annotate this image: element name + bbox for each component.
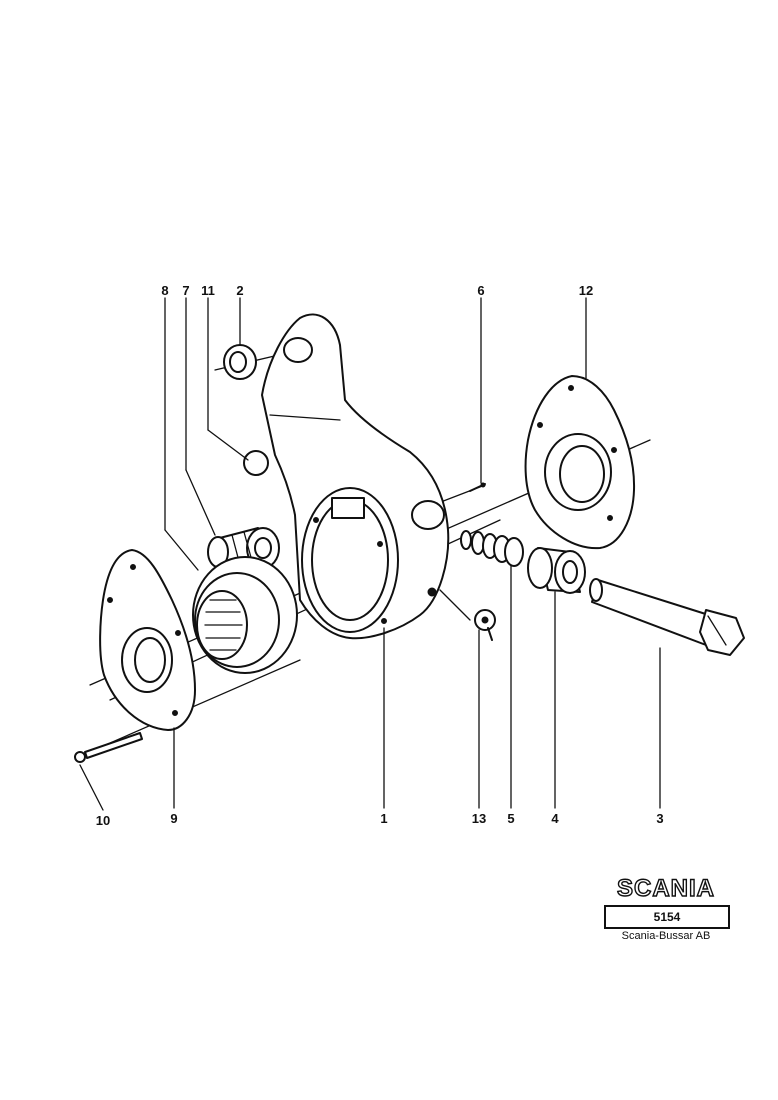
callout-3: 3 — [656, 811, 663, 826]
callout-4: 4 — [551, 811, 559, 826]
callout-labels: 8 7 11 2 6 12 10 9 1 13 5 4 3 — [96, 283, 664, 828]
callout-6: 6 — [477, 283, 484, 298]
callout-8: 8 — [161, 283, 168, 298]
part-bolt — [589, 578, 745, 656]
callout-13: 13 — [472, 811, 486, 826]
leader-lines — [79, 297, 661, 811]
document-number: 5154 — [604, 905, 730, 929]
callout-12: 12 — [579, 283, 593, 298]
callout-2: 2 — [236, 283, 243, 298]
part-pin — [469, 482, 486, 492]
part-spring — [460, 530, 524, 567]
callout-9: 9 — [170, 811, 177, 826]
part-grease-nipple — [474, 609, 496, 641]
callout-1: 1 — [380, 811, 387, 826]
callout-11: 11 — [201, 283, 215, 298]
title-block: SCANIA 5154 Scania-Bussar AB — [602, 875, 730, 943]
part-worm-gear — [192, 556, 298, 674]
company-name: Scania-Bussar AB — [621, 930, 711, 942]
callout-5: 5 — [507, 811, 514, 826]
part-bushing — [223, 344, 257, 380]
callout-7: 7 — [182, 283, 189, 298]
part-sleeve — [527, 547, 586, 594]
part-outer-cover-plate — [524, 375, 636, 550]
part-plug — [243, 450, 269, 476]
part-lever-body — [261, 313, 450, 640]
callout-10: 10 — [96, 813, 110, 828]
part-screw — [74, 732, 143, 763]
part-cover-plate — [99, 549, 196, 731]
brand-logo: SCANIA — [616, 875, 715, 902]
